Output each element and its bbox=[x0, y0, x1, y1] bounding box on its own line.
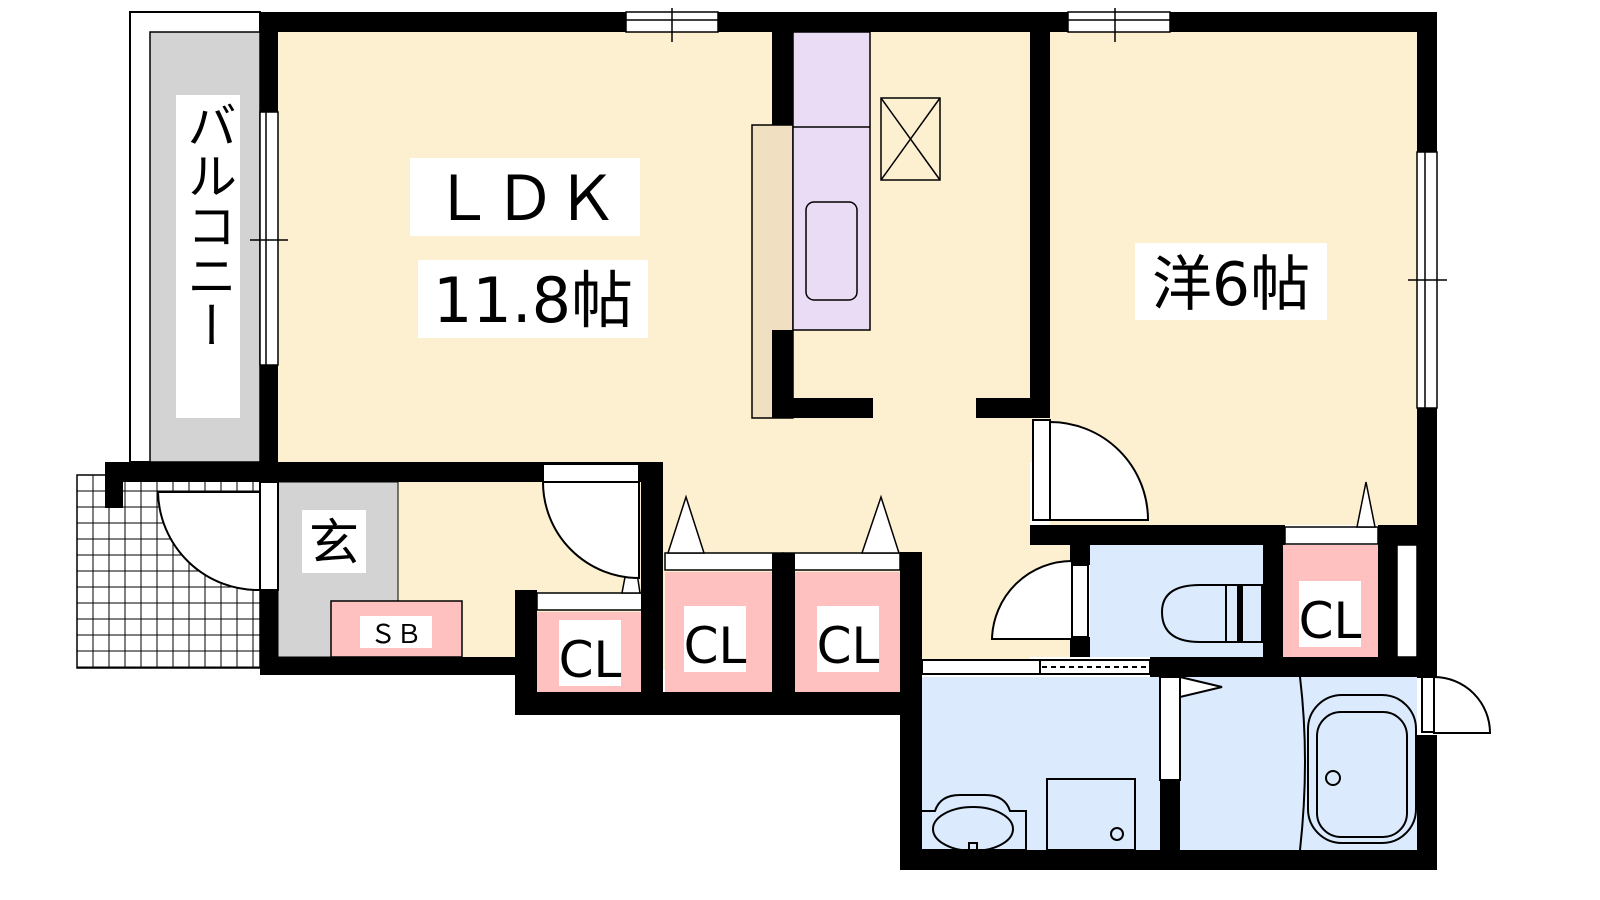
closet-1-label: CL bbox=[559, 631, 622, 689]
balcony-label: バルコニー bbox=[179, 100, 237, 350]
ldk-floor bbox=[278, 32, 1050, 462]
closet-labels: CL CL CL CL bbox=[559, 581, 1362, 689]
closet-2-label: CL bbox=[684, 617, 747, 675]
balcony-label-bg bbox=[176, 95, 240, 418]
sink-icon bbox=[805, 201, 858, 301]
closet-3-label: CL bbox=[817, 617, 880, 675]
washroom bbox=[922, 677, 1160, 850]
shoe-box-label: ＳＢ bbox=[370, 620, 422, 650]
western-room-label: 洋6帖 bbox=[1152, 250, 1310, 320]
bathtub-icon bbox=[1299, 676, 1417, 851]
ldk-label: ＬＤＫ bbox=[432, 162, 618, 235]
toilet-icon bbox=[1160, 584, 1263, 643]
entrance-label-bg bbox=[302, 510, 366, 573]
ldk-size-bg bbox=[418, 260, 648, 338]
shoe-box-label-bg bbox=[360, 616, 432, 648]
ldk-size-label: 11.8帖 bbox=[433, 264, 633, 337]
walls bbox=[105, 12, 1437, 870]
refrigerator-space-icon bbox=[880, 97, 941, 181]
western-room-label-bg bbox=[1135, 243, 1327, 320]
windows bbox=[250, 8, 1447, 658]
closet-4-label: CL bbox=[1299, 592, 1362, 650]
bathroom bbox=[1180, 677, 1417, 850]
entrance-label: 玄 bbox=[309, 514, 359, 572]
closet-doors[interactable] bbox=[536, 481, 1379, 611]
doors[interactable] bbox=[156, 419, 1492, 781]
ldk-label-bg bbox=[410, 158, 640, 236]
